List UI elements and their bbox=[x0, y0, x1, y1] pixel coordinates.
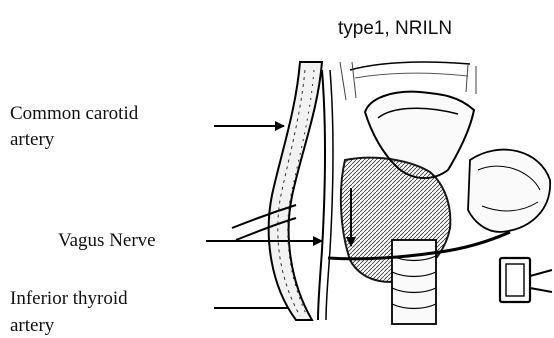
common-carotid-artery bbox=[269, 62, 322, 320]
retracted-tissue bbox=[468, 150, 550, 232]
retractor-instrument bbox=[500, 258, 552, 302]
vagus-nerve bbox=[318, 70, 333, 320]
